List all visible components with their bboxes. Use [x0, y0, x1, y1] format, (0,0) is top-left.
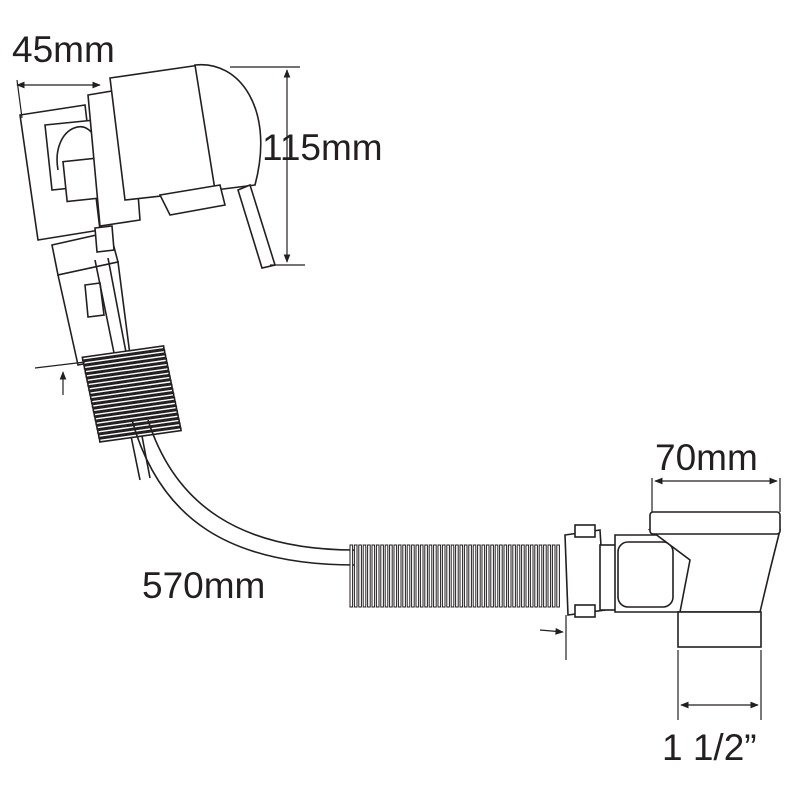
corrugation-rib [499, 544, 503, 608]
overflow-pipe [51, 225, 151, 481]
corrugation-rib [91, 392, 175, 409]
corrugation-rib [481, 544, 486, 608]
corrugation-rib [521, 544, 525, 608]
waste-assembly [564, 511, 782, 648]
corrugation-rib [494, 544, 499, 608]
corrugation-rib [419, 544, 424, 608]
corrugation-rib [516, 544, 521, 608]
corrugation-rib [441, 544, 446, 608]
corrugation-rib [455, 544, 459, 608]
corrugation-rib [375, 544, 380, 608]
corrugation-rib [96, 418, 181, 435]
corrugation-rib [547, 544, 552, 608]
corrugation-rib [459, 544, 464, 608]
corrugation-rib [472, 544, 477, 608]
corrugation-rib [437, 544, 442, 608]
corrugation-rib [538, 544, 543, 608]
corrugation-rib [89, 383, 173, 400]
corrugation-rib [88, 379, 173, 396]
corrugation-rib [393, 544, 398, 608]
corrugation-rib [428, 544, 433, 608]
corrugation-rib [446, 544, 450, 608]
waste-diameter-label: 70mm [655, 437, 758, 478]
corrugation-rib [397, 544, 402, 608]
corrugation-rib [384, 544, 389, 608]
corrugation-rib [406, 544, 411, 608]
corrugation-rib [512, 544, 516, 608]
corrugation-rib [85, 366, 170, 383]
corrugation-rib [81, 344, 165, 362]
corrugation-rib [468, 544, 472, 608]
corrugation-rib [525, 544, 530, 608]
corrugation-rib [87, 375, 172, 392]
corrugation-rib [543, 544, 547, 608]
corrugation-rib [97, 422, 182, 439]
hose-length-label: 570mm [142, 565, 265, 606]
corrugation-rib [402, 544, 406, 608]
corrugation-rib [94, 409, 179, 426]
corrugation-rib [503, 544, 508, 608]
corrugation-rib [507, 544, 512, 608]
dimension-lines [16, 66, 781, 720]
overflow-height-label: 115mm [262, 127, 383, 168]
corrugation-rib [534, 544, 538, 608]
corrugation-rib [485, 544, 490, 608]
corrugation-rib [92, 396, 176, 413]
overflow-assembly [19, 63, 277, 269]
corrugation-rib [490, 544, 494, 608]
corrugation-rib [380, 544, 384, 608]
corrugation-rib [349, 544, 354, 608]
corrugation-rib [411, 544, 415, 608]
corrugated-hose-vertical [81, 344, 182, 443]
corrugation-rib [424, 544, 428, 608]
corrugation-rib [551, 544, 556, 608]
corrugation-rib [367, 544, 371, 608]
corrugation-rib [463, 544, 468, 608]
flexible-hose [131, 419, 356, 566]
corrugation-rib [477, 544, 481, 608]
corrugation-rib [98, 426, 182, 443]
corrugation-rib [82, 349, 166, 366]
corrugation-rib [94, 405, 178, 422]
corrugation-rib [556, 544, 560, 608]
outlet-size-label: 1 1/2” [662, 727, 757, 768]
corrugation-rib [95, 413, 180, 430]
corrugation-rib [86, 370, 171, 387]
corrugation-rib [93, 400, 177, 418]
corrugation-rib [90, 387, 174, 405]
corrugation-rib [83, 353, 167, 370]
corrugation-rib [450, 544, 455, 608]
corrugation-rib [389, 544, 393, 608]
corrugation-rib [529, 544, 534, 608]
overflow-depth-label: 45mm [12, 29, 115, 70]
corrugated-hose-horizontal [349, 544, 560, 608]
corrugation-rib [84, 357, 168, 375]
corrugation-rib [353, 544, 358, 608]
corrugation-rib [415, 544, 420, 608]
corrugation-rib [433, 544, 437, 608]
corrugation-rib [85, 362, 169, 379]
corrugation-rib [371, 544, 376, 608]
corrugation-rib [358, 544, 362, 608]
corrugation-rib [362, 544, 367, 608]
